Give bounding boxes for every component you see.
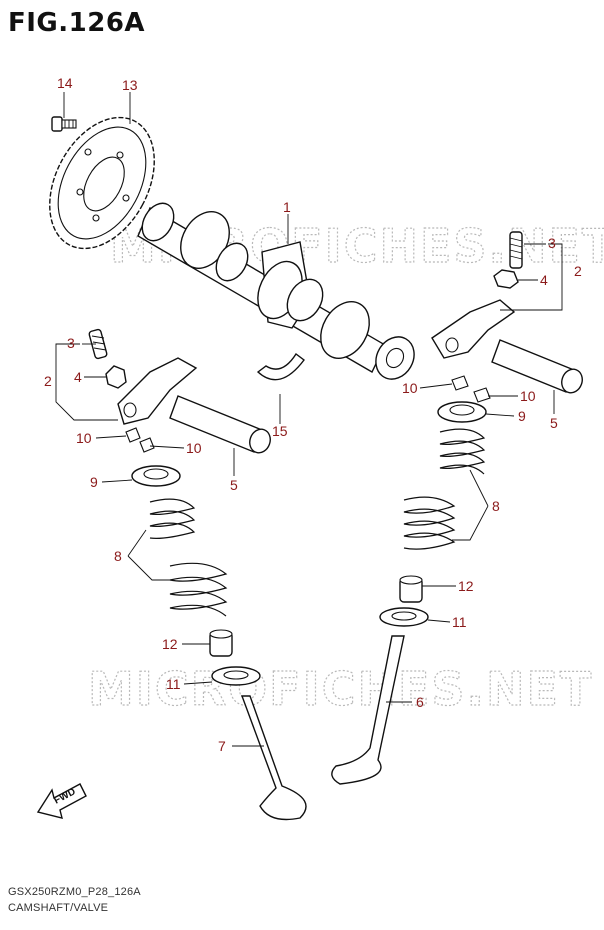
callout-11-left: 11: [166, 676, 181, 692]
intake-valve[interactable]: [240, 695, 307, 821]
valve-seal-right[interactable]: [399, 575, 423, 603]
callout-4-right: 4: [540, 272, 548, 288]
spring-seat-right[interactable]: [379, 607, 429, 627]
callout-6: 6: [416, 694, 424, 710]
callout-8-right: 8: [492, 498, 500, 514]
callout-13: 13: [122, 77, 138, 93]
watermark-bottom: MICROFICHES.NET: [88, 662, 593, 716]
callout-9-left: 9: [90, 474, 98, 490]
callout-15: 15: [272, 423, 288, 439]
callout-9-right: 9: [518, 408, 526, 424]
retainer-left[interactable]: [131, 465, 181, 487]
leader-lines: [55, 92, 563, 747]
callout-2-right: 2: [574, 263, 582, 279]
cotter-left-b[interactable]: [139, 437, 155, 453]
valve-seal-left[interactable]: [209, 629, 233, 657]
callout-11-right: 11: [452, 614, 467, 630]
callout-7: 7: [218, 738, 226, 754]
callout-5-left: 5: [230, 477, 238, 493]
sprocket-bolt[interactable]: [51, 116, 77, 132]
callout-12-left: 12: [162, 636, 178, 652]
cotter-left-a[interactable]: [125, 427, 141, 443]
cotter-right-a[interactable]: [451, 375, 469, 391]
callout-8-left: 8: [114, 548, 122, 564]
camshaft[interactable]: [136, 198, 422, 386]
callout-4-left: 4: [74, 369, 82, 385]
cotter-right-b[interactable]: [473, 387, 491, 403]
callout-1: 1: [283, 199, 291, 215]
figure-title: FIG.126A: [8, 8, 146, 38]
callout-3-left: 3: [67, 335, 75, 351]
valve-spring-left[interactable]: [149, 498, 228, 617]
callout-12-right: 12: [458, 578, 474, 594]
callout-10-right-a: 10: [402, 380, 418, 396]
callout-10-right-b: 10: [520, 388, 536, 404]
thrust-plate[interactable]: [256, 352, 305, 381]
rocker-shaft-left[interactable]: [169, 395, 263, 453]
callout-5-right: 5: [550, 415, 558, 431]
spring-seat-left[interactable]: [211, 666, 261, 686]
fwd-arrow: FWD: [36, 783, 87, 819]
adjust-screw-right[interactable]: [509, 231, 523, 269]
rocker-arm-left[interactable]: [117, 357, 198, 425]
callout-14: 14: [57, 75, 73, 91]
callout-3-right: 3: [548, 235, 556, 251]
diagram-name: CAMSHAFT/VALVE: [8, 902, 109, 914]
cam-sprocket[interactable]: [29, 100, 176, 267]
callout-2-left: 2: [44, 373, 52, 389]
valve-spring-right[interactable]: [403, 428, 486, 550]
exhaust-valve[interactable]: [331, 635, 405, 785]
retainer-right[interactable]: [437, 401, 487, 423]
callouts: 14 13 1 3 4 2 3 4 2 10 10 10 10 15 5 5 9…: [44, 75, 582, 754]
lock-nut-left[interactable]: [105, 365, 127, 389]
callout-10-left-b: 10: [186, 440, 202, 456]
lock-nut-right[interactable]: [493, 269, 519, 289]
adjust-screw-left[interactable]: [88, 328, 108, 360]
diagram-code: GSX250RZM0_P28_126A: [8, 886, 141, 898]
callout-10-left-a: 10: [76, 430, 92, 446]
